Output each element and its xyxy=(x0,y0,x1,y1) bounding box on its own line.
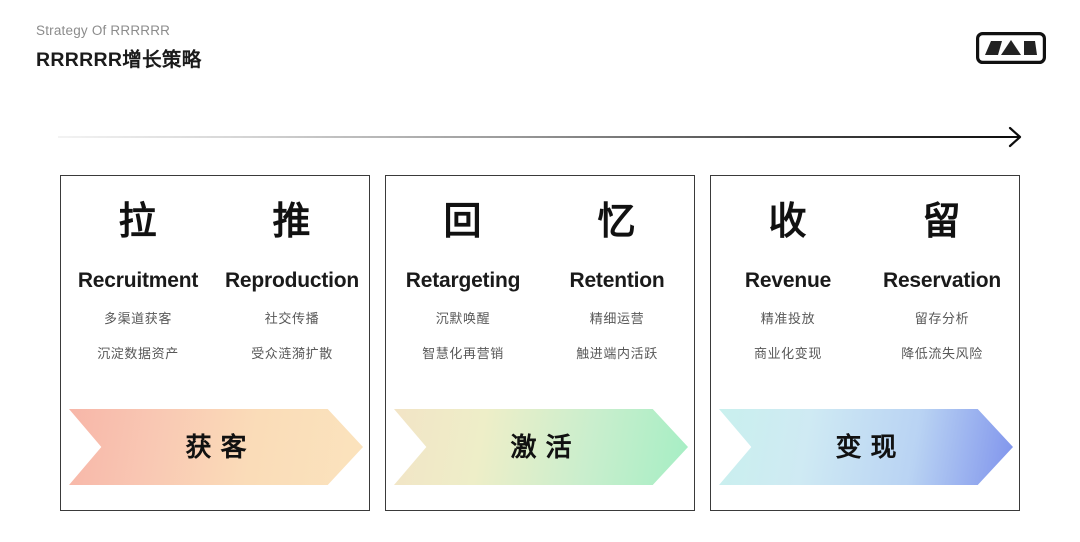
stage-point: 沉淀数据资产 xyxy=(97,346,179,361)
stage-english-title: Reservation xyxy=(882,269,1002,292)
stage-point: 降低流失风险 xyxy=(901,346,983,361)
stage-banner-label: 激活 xyxy=(510,432,581,462)
stage-glyph: 收 xyxy=(768,201,808,243)
page-eyebrow: Strategy Of RRRRRR xyxy=(36,23,171,38)
stage-glyph: 留 xyxy=(922,201,962,243)
stage-point: 多渠道获客 xyxy=(103,311,172,326)
stage-english-title: Retention xyxy=(569,269,665,292)
stage-column: 拉 Recruitment 多渠道获客 沉淀数据资产 xyxy=(61,176,215,362)
stage-banner[interactable]: 激活 xyxy=(394,409,688,485)
stage-banner-label: 获客 xyxy=(185,432,256,462)
stage-glyph: 忆 xyxy=(597,201,637,243)
stage-column: 留 Reservation 留存分析 降低流失风险 xyxy=(865,176,1019,362)
stage-point: 商业化变现 xyxy=(753,346,822,361)
stage-card-acquisition[interactable]: 拉 Recruitment 多渠道获客 沉淀数据资产 推 Reproductio… xyxy=(60,175,370,511)
stage-card-activation[interactable]: 回 Retargeting 沉默唤醒 智慧化再营销 忆 Retention 精细… xyxy=(385,175,695,511)
stage-point: 沉默唤醒 xyxy=(435,311,491,326)
stage-point: 智慧化再营销 xyxy=(422,346,504,361)
stage-point: 社交传播 xyxy=(264,311,320,326)
timeline-arrow xyxy=(58,126,1022,148)
stage-card-monetization[interactable]: 收 Revenue 精准投放 商业化变现 留 Reservation 留存分析 … xyxy=(710,175,1020,511)
stage-banner[interactable]: 变现 xyxy=(719,409,1013,485)
mountain-logo-icon xyxy=(976,32,1047,64)
stage-banner-label: 变现 xyxy=(835,432,906,462)
stage-glyph: 拉 xyxy=(118,201,158,243)
card-columns: 收 Revenue 精准投放 商业化变现 留 Reservation 留存分析 … xyxy=(711,176,1019,362)
page-header: Strategy Of RRRRRR RRRRRR增长策略 xyxy=(36,22,536,74)
stage-column: 推 Reproduction 社交传播 受众涟漪扩散 xyxy=(215,176,369,362)
stage-banner[interactable]: 获客 xyxy=(69,409,363,485)
stage-english-title: Recruitment xyxy=(77,269,199,292)
stage-point: 精准投放 xyxy=(760,311,816,326)
stage-english-title: Reproduction xyxy=(224,269,360,292)
page-title: RRRRRR增长策略 xyxy=(36,49,202,71)
stage-glyph: 推 xyxy=(272,201,312,243)
right-arrow-icon xyxy=(1000,126,1022,148)
stage-point: 触进端内活跃 xyxy=(576,346,658,361)
stage-column: 忆 Retention 精细运营 触进端内活跃 xyxy=(540,176,694,362)
stage-english-title: Revenue xyxy=(744,269,832,292)
stage-english-title: Retargeting xyxy=(405,269,521,292)
stage-column: 回 Retargeting 沉默唤醒 智慧化再营销 xyxy=(386,176,540,362)
card-columns: 拉 Recruitment 多渠道获客 沉淀数据资产 推 Reproductio… xyxy=(61,176,369,362)
stage-point: 留存分析 xyxy=(914,311,970,326)
stage-point: 精细运营 xyxy=(589,311,645,326)
stage-glyph: 回 xyxy=(443,201,483,243)
card-columns: 回 Retargeting 沉默唤醒 智慧化再营销 忆 Retention 精细… xyxy=(386,176,694,362)
stage-column: 收 Revenue 精准投放 商业化变现 xyxy=(711,176,865,362)
timeline-arrow-line xyxy=(58,136,1002,138)
stage-point: 受众涟漪扩散 xyxy=(251,346,333,361)
